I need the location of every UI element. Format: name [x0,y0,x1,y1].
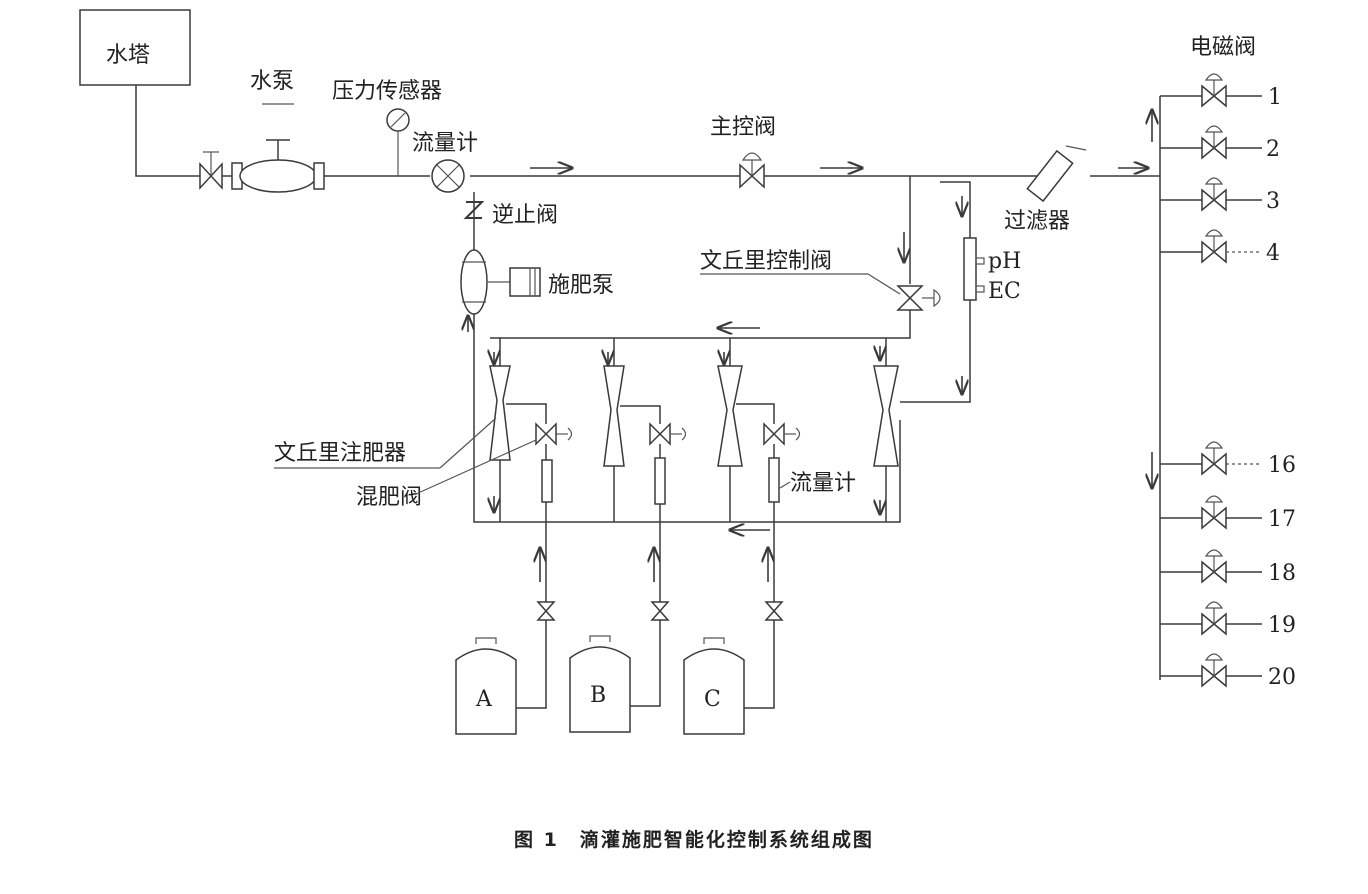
mix-valve-label: 混肥阀 [356,485,422,510]
solenoid-num-3: 3 [1266,189,1280,214]
solenoid-num-4: 4 [1266,241,1280,266]
tank-b-label: B [590,683,606,708]
ph-ec-sensors: pH EC [963,237,1021,304]
ec-label: EC [988,279,1021,304]
venturi-injector-label: 文丘里注肥器 [274,441,406,466]
solenoid-valve-label: 电磁阀 [1190,35,1256,60]
water-tower-label: 水塔 [106,43,150,68]
flow-meter-top-label: 流量计 [412,131,478,156]
tank-c: C [683,637,745,735]
venturi-control-valve: 文丘里控制阀 [700,249,941,311]
flow-meter-bottom-label: 流量计 [790,471,856,496]
ph-label: pH [988,249,1021,274]
solenoid-num-18: 18 [1268,561,1296,586]
tank-c-label: C [704,687,721,712]
fertilizer-pump-label: 施肥泵 [548,273,614,298]
water-pump-label: 水泵 [250,69,294,94]
solenoid-num-16: 16 [1268,453,1296,478]
solenoid-num-1: 1 [1268,85,1282,110]
flow-meter-top: 流量计 [412,131,478,193]
solenoid-num-2: 2 [1266,137,1280,162]
water-pump: 水泵 [231,69,325,193]
solenoid-num-19: 19 [1268,613,1296,638]
solenoid-num-20: 20 [1268,665,1296,690]
tank-a-label: A [475,687,493,712]
mix-valves [506,403,801,505]
water-tower: 水塔 [79,9,191,86]
check-valve-label: 逆止阀 [492,203,558,228]
inlet-gate-valve [199,151,223,190]
solenoid-num-17: 17 [1268,507,1296,532]
tank-a: A [455,637,517,735]
venturi-injectors [490,338,899,522]
filter: 过滤器 [1004,145,1087,234]
filter-label: 过滤器 [1004,209,1070,234]
tank-shutoff-valves [536,601,784,621]
venturi-control-valve-label: 文丘里控制阀 [700,249,832,274]
main-control-valve: 主控阀 [710,115,776,189]
solenoid-valves-top: 1 2 3 4 [1160,73,1282,266]
solenoid-valves-bottom: 16 17 18 19 20 [1160,441,1296,690]
tank-b: B [569,635,631,733]
pressure-sensor-label: 压力传感器 [332,79,442,104]
pressure-sensor: 压力传感器 [332,79,442,176]
main-control-valve-label: 主控阀 [710,115,776,140]
check-valve: 逆止阀 [463,201,558,228]
figure-caption: 图 1 滴灌施肥智能化控制系统组成图 [514,828,874,851]
fertilizer-pump: 施肥泵 [460,249,614,315]
